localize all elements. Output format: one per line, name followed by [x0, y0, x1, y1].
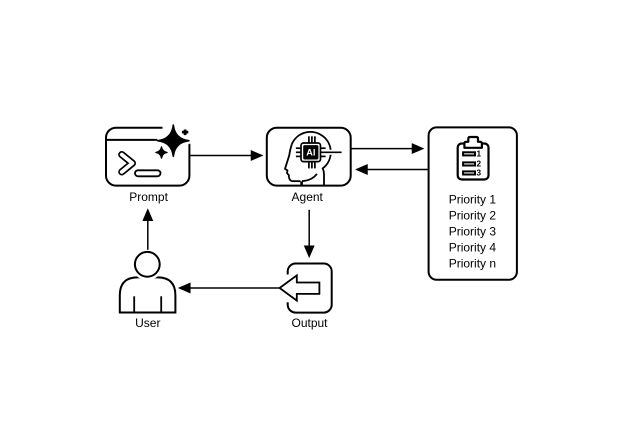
- svg-text:Agent: Agent: [292, 190, 324, 204]
- svg-text:AI: AI: [306, 148, 315, 158]
- svg-text:Priority 3: Priority 3: [449, 225, 497, 239]
- svg-text:Output: Output: [291, 316, 328, 330]
- svg-text:2: 2: [477, 160, 482, 169]
- svg-text:Priority 4: Priority 4: [449, 241, 497, 255]
- svg-text:Priority 2: Priority 2: [449, 209, 497, 223]
- svg-text:1: 1: [477, 149, 482, 158]
- svg-text:3: 3: [477, 169, 482, 178]
- svg-text:Priority 1: Priority 1: [449, 193, 497, 207]
- svg-text:Prompt: Prompt: [129, 190, 168, 204]
- svg-text:User: User: [135, 316, 160, 330]
- svg-text:Priority n: Priority n: [449, 257, 496, 271]
